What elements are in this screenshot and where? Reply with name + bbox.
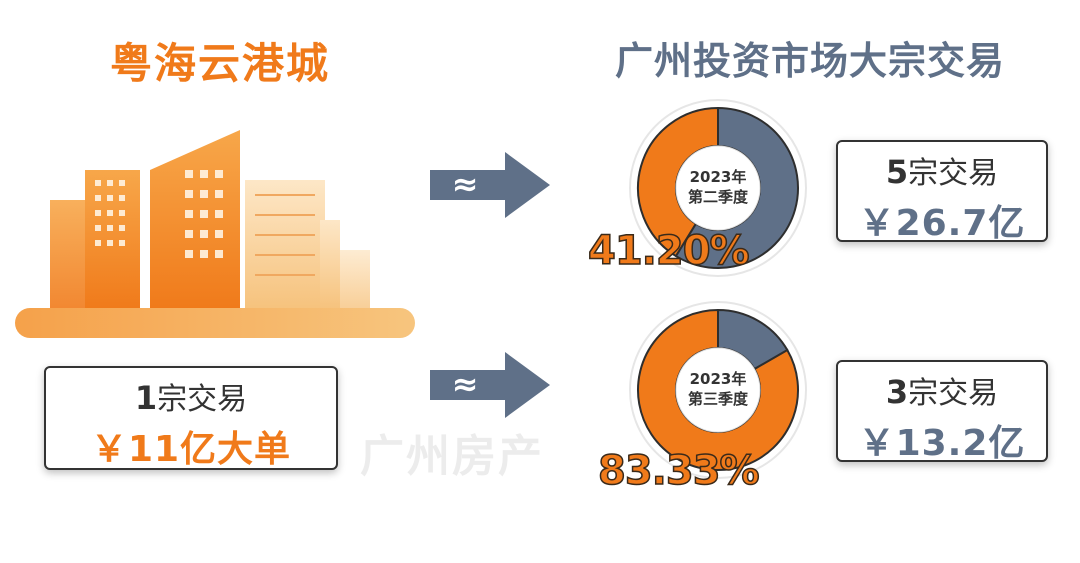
approx-icon: ≈ xyxy=(452,165,479,203)
deal-count-q3: 3 xyxy=(885,373,909,411)
left-deal-count-label: 宗交易 xyxy=(157,382,248,417)
deal-amount-q2: ￥26.7亿 xyxy=(858,203,1026,244)
watermark: 广州房产 xyxy=(360,431,544,482)
donut-center-year: 2023年 xyxy=(690,370,747,388)
left-deal-count: 1 xyxy=(134,379,158,417)
deal-count-label-q2: 宗交易 xyxy=(908,156,999,191)
percent-label-q3: 83.33% xyxy=(597,447,760,495)
deal-amount-q3: ￥13.2亿 xyxy=(858,423,1026,464)
approx-arrow-bottom: ≈ xyxy=(430,352,550,418)
deal-count-q2: 5 xyxy=(885,153,909,191)
left-title: 粤海云港城 xyxy=(109,39,330,88)
donut-chart-q3: 2023年 第三季度 xyxy=(629,301,807,479)
donut-center-quarter: 第三季度 xyxy=(688,390,749,408)
left-deal-box: 1宗交易 ￥11亿大单 xyxy=(44,366,338,470)
left-deal-amount: ￥11亿大单 xyxy=(90,429,292,470)
percent-label-q2: 41.20% xyxy=(587,227,750,275)
donut-chart-q2: 2023年 第二季度 xyxy=(629,99,807,277)
donut-center-year: 2023年 xyxy=(690,168,747,186)
city-skyline-illustration xyxy=(15,130,415,338)
deal-count-label-q3: 宗交易 xyxy=(908,376,999,411)
approx-icon: ≈ xyxy=(452,365,479,403)
deal-box-q3: 3宗交易 ￥13.2亿 xyxy=(836,360,1048,464)
approx-arrow-top: ≈ xyxy=(430,152,550,218)
right-title: 广州投资市场大宗交易 xyxy=(614,39,1005,83)
donut-center-quarter: 第二季度 xyxy=(688,188,749,206)
deal-box-q2: 5宗交易 ￥26.7亿 xyxy=(836,140,1048,244)
